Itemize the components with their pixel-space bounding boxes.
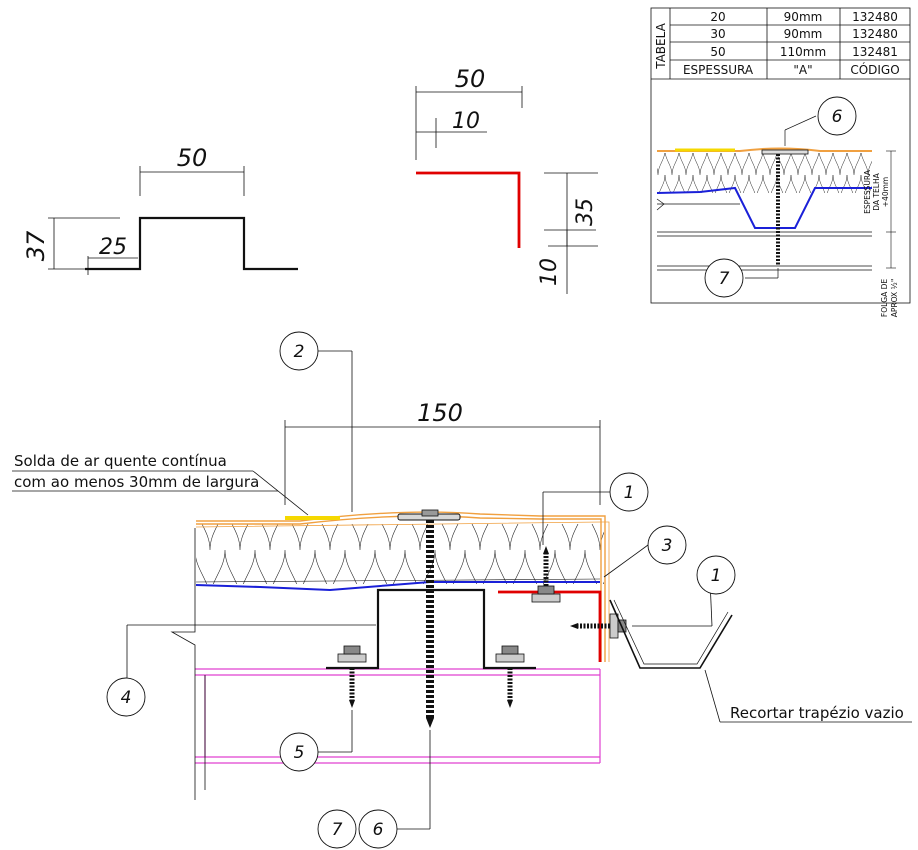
cut-note: Recortar trapézio vazio (730, 704, 904, 722)
bubble-6: 6 (373, 820, 384, 840)
main-width-label: 150 (417, 399, 463, 427)
screw-left (337, 645, 367, 708)
table-r1-code: 132480 (852, 10, 898, 24)
u-inner-label: 25 (99, 235, 127, 260)
l-bottom-label: 10 (537, 258, 562, 286)
table-header-thickness: ESPESSURA (683, 63, 754, 77)
screw-right (495, 645, 525, 708)
folga-label: FOLGA DE APROX ½" (880, 279, 899, 318)
table-r3-a: 110mm (780, 45, 826, 59)
l-height-label: 35 (573, 198, 598, 226)
table-frame (650, 7, 911, 304)
table-r1-a: 90mm (784, 10, 823, 24)
l-inner-label: 10 (452, 109, 480, 134)
detail-bubble-7: 7 (719, 269, 730, 289)
table-header-code: CÓDIGO (850, 62, 899, 77)
bubble-3: 3 (662, 536, 673, 556)
bubble-7: 7 (332, 820, 343, 840)
bubble-1-side: 1 (711, 566, 722, 586)
table-header-a: "A" (793, 63, 812, 77)
weld-note-line1: Solda de ar quente contínua (14, 452, 227, 470)
l-width-label: 50 (455, 65, 486, 93)
bubble-5: 5 (294, 743, 305, 763)
table-r1-thickness: 20 (710, 10, 725, 24)
svg-text:APROX ½": APROX ½" (890, 279, 899, 318)
purlin (195, 668, 601, 764)
l-profile (415, 86, 598, 294)
svg-text:ESPESSURA: ESPESSURA (863, 169, 872, 214)
main-section (12, 331, 912, 849)
table-title: TABELA (654, 22, 668, 69)
detail-bubble-6: 6 (832, 107, 843, 127)
svg-text:DA TELHA: DA TELHA (872, 172, 881, 210)
table-r2-thickness: 30 (710, 27, 725, 41)
u-width-label: 50 (177, 144, 208, 172)
bubble-1-top: 1 (624, 483, 635, 503)
u-profile (48, 166, 298, 275)
weld-note-line2: com ao menos 30mm de largura (14, 473, 259, 491)
svg-text:FOLGA DE: FOLGA DE (880, 279, 889, 317)
u-height-label: 37 (22, 230, 50, 261)
espessura-label: ESPESSURA DA TELHA +40mm (863, 169, 890, 214)
bubble-2: 2 (294, 342, 305, 362)
detail-section (656, 96, 896, 298)
table-r2-code: 132480 (852, 27, 898, 41)
screw-up (531, 546, 561, 603)
svg-text:+40mm: +40mm (881, 177, 890, 207)
table-r3-thickness: 50 (710, 45, 725, 59)
table-r3-code: 132481 (852, 45, 898, 59)
table-r2-a: 90mm (784, 27, 823, 41)
bubble-4: 4 (121, 688, 132, 708)
